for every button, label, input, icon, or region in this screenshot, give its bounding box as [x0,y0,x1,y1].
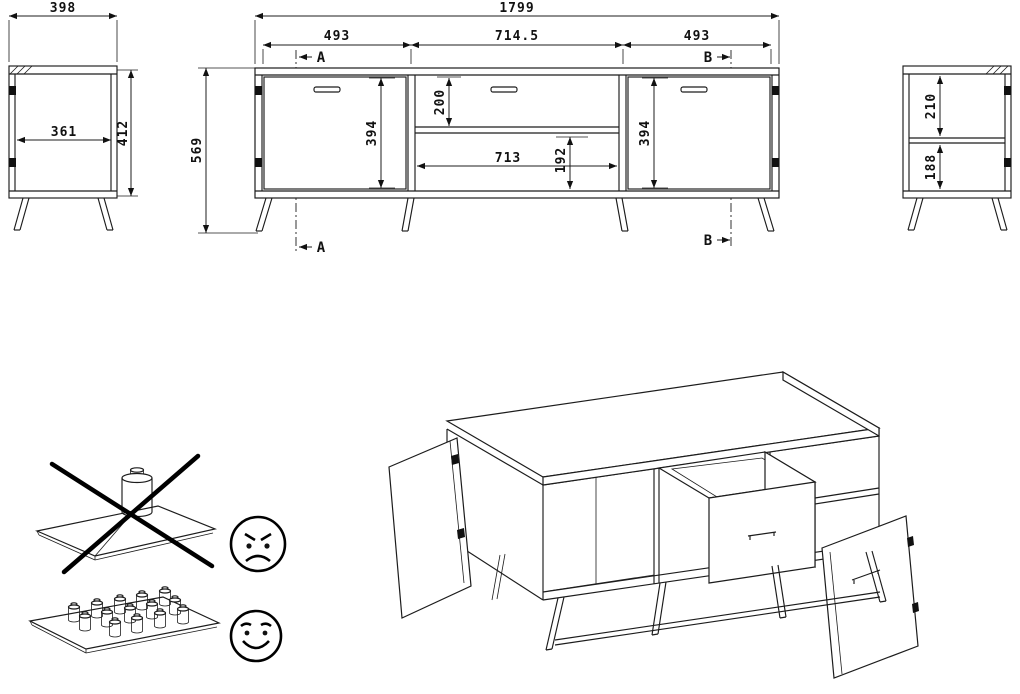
hinge-icon [772,158,779,167]
left-door-handle [313,86,341,93]
shelf-board [35,505,218,557]
warning-no-concentrated-load [35,453,287,575]
hinge-icon [912,602,919,613]
dim-side-inner-width: 361 [51,125,77,140]
hinge-icon [772,86,779,95]
left-door [263,76,407,190]
legs [491,550,887,651]
hinge-icon [9,158,16,167]
dim-opening-width: 713 [495,151,521,166]
heavy-canister-icon [121,467,153,518]
dim-left-door-height: 394 [365,120,380,146]
dim-total-width: 1799 [499,1,534,16]
dim-upper-compartment: 210 [924,93,939,119]
hinge-icon [1004,86,1011,95]
legs [13,197,114,231]
right-door [627,76,771,190]
hinge-icon [255,158,262,167]
legs [907,197,1008,231]
warning-distributed-load-ok [28,586,283,663]
hinge-icon [255,86,262,95]
dim-opening-height: 192 [554,147,569,173]
right-door-handle [680,86,708,93]
support-rail [554,591,881,641]
dim-side-width: 398 [50,1,76,16]
happy-face-icon [229,609,283,663]
dim-right-door-height: 394 [638,120,653,146]
legs [255,197,775,232]
prohibition-cross-icon [49,453,215,575]
dim-side-height: 412 [116,120,131,146]
section-label-a-bottom: A [317,240,326,256]
dim-drawer-height: 200 [433,89,448,115]
drawer-handle [747,531,777,537]
open-right-door [821,515,919,679]
dim-right-section: 493 [684,29,710,44]
section-label-b-top: B [704,50,712,66]
drawer-handle [490,86,518,93]
hinge-icon [1004,158,1011,167]
shelf-board [28,596,221,650]
side-view-left: 398 361 412 [8,1,138,231]
hinge-icon [9,86,16,95]
right-door-handle [851,569,881,581]
dim-total-height: 569 [190,137,205,163]
section-label-a-top: A [317,50,326,66]
hinge-icon [457,528,465,539]
isometric-view [388,370,919,679]
open-drawer [657,450,817,584]
front-view: 1799 493 714.5 493 A A B B [190,1,780,256]
hinge-icon [451,454,459,465]
dim-left-section: 493 [324,29,350,44]
hinge-icon [907,536,914,547]
dim-middle-section: 714.5 [495,29,539,44]
open-left-door [388,437,472,619]
dim-lower-compartment: 188 [924,154,939,180]
side-view-right: 210 188 [902,65,1012,231]
angry-face-icon [229,515,287,573]
section-label-b-bottom: B [704,233,712,249]
